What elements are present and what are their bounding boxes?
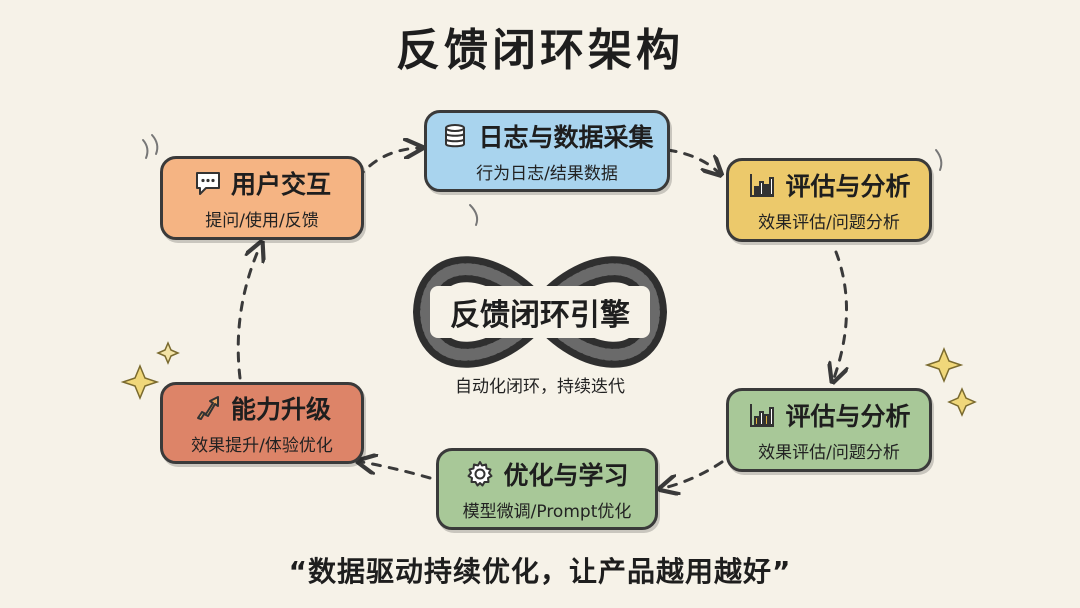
node-label: 评估与分析 — [785, 172, 911, 201]
node-log-collection: 日志与数据采集 行为日志/结果数据 — [424, 110, 670, 192]
arrow-eval1-to-eval2 — [834, 250, 847, 378]
arrow-log-to-eval1 — [666, 148, 718, 172]
arrow-eval2-to-optimize — [664, 460, 724, 488]
node-subtitle: 模型微调/Prompt优化 — [462, 502, 632, 522]
slogan-quote: “数据驱动持续优化，让产品越用越好” — [288, 555, 792, 588]
sparkle-icon — [120, 364, 160, 400]
bar-chart-icon — [747, 170, 777, 200]
chat-bubble-icon — [193, 168, 223, 198]
gear-icon — [465, 459, 495, 489]
page-title: 反馈闭环架构 — [396, 25, 684, 76]
bar-chart-icon — [747, 400, 777, 430]
motion-mark — [151, 134, 159, 155]
node-optimization: 优化与学习 模型微调/Prompt优化 — [436, 448, 658, 530]
node-subtitle: 效果评估/问题分析 — [758, 213, 900, 233]
sparkle-icon — [924, 347, 964, 383]
node-label: 优化与学习 — [503, 461, 629, 490]
motion-mark — [935, 149, 943, 171]
node-capability-upgrade: 能力升级 效果提升/体验优化 — [160, 382, 364, 464]
motion-mark — [469, 204, 479, 226]
arrow-optimize-to-upgrade — [362, 462, 432, 480]
arrow-upgrade-to-user — [236, 246, 260, 380]
node-evaluation-bottom: 评估与分析 效果评估/问题分析 — [726, 388, 932, 472]
node-label: 日志与数据采集 — [478, 123, 654, 152]
sparkle-icon — [947, 387, 977, 417]
engine-subtitle: 自动化闭环，持续迭代 — [455, 377, 625, 397]
node-user-interaction: 用户交互 提问/使用/反馈 — [160, 156, 364, 240]
node-subtitle: 效果评估/问题分析 — [758, 443, 900, 463]
sparkle-icon — [156, 341, 180, 365]
node-label: 评估与分析 — [785, 402, 911, 431]
arrow-user-to-log — [356, 148, 418, 180]
node-label: 能力升级 — [230, 395, 331, 424]
node-label: 用户交互 — [230, 170, 331, 199]
node-subtitle: 效果提升/体验优化 — [191, 436, 333, 456]
motion-mark — [142, 139, 149, 159]
database-icon — [440, 121, 470, 151]
node-subtitle: 行为日志/结果数据 — [476, 164, 618, 184]
node-evaluation-top: 评估与分析 效果评估/问题分析 — [726, 158, 932, 242]
engine-label: 反馈闭环引擎 — [430, 286, 650, 338]
node-subtitle: 提问/使用/反馈 — [205, 211, 319, 231]
up-arrow-icon — [193, 393, 223, 423]
